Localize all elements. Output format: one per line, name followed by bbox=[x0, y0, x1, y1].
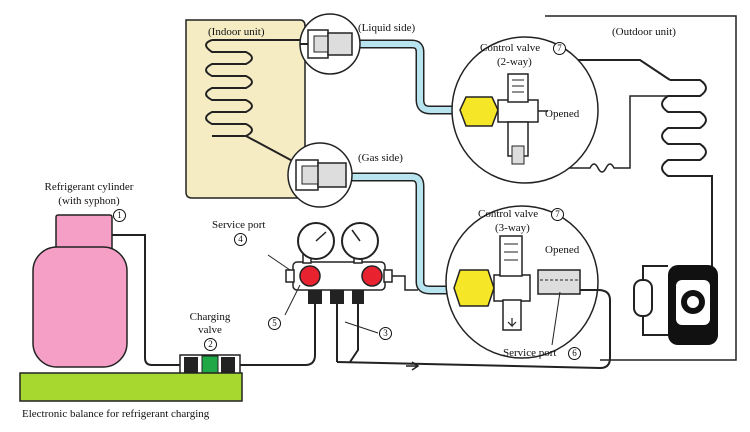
control-valve-3way-label: Control valve bbox=[478, 208, 539, 220]
indoor-unit-label: (Indoor unit) bbox=[208, 26, 265, 38]
outdoor-unit-label: (Outdoor unit) bbox=[612, 26, 676, 38]
refrigerant-cylinder bbox=[32, 214, 128, 368]
control-valve-2way bbox=[451, 36, 599, 184]
opened-top-label: Opened bbox=[545, 108, 580, 120]
manifold-valve-high bbox=[361, 265, 383, 287]
charging-valve bbox=[179, 354, 241, 376]
balance-label: Electronic balance for refrigerant charg… bbox=[22, 408, 210, 420]
callout-5: 5 bbox=[268, 317, 281, 330]
control-valve-3way bbox=[445, 205, 599, 359]
callout-2: 2 bbox=[204, 338, 217, 351]
callout-3: 3 bbox=[379, 327, 392, 340]
outdoor-coil bbox=[661, 79, 707, 177]
callout-7-top: 7 bbox=[553, 42, 566, 55]
service-port-left-label: Service port bbox=[212, 219, 266, 231]
three-way-label: (3-way) bbox=[495, 222, 530, 234]
electronic-balance bbox=[19, 372, 243, 402]
callout-7-bottom: 7 bbox=[551, 208, 564, 221]
compressor bbox=[633, 265, 718, 345]
with-syphon-label: (with syphon) bbox=[58, 195, 120, 207]
callout-1: 1 bbox=[113, 209, 126, 222]
manifold-valve-low bbox=[299, 265, 321, 287]
gas-side-label: (Gas side) bbox=[358, 152, 403, 164]
liquid-side-flare bbox=[299, 13, 361, 75]
indoor-unit bbox=[185, 19, 306, 199]
liquid-side-label: (Liquid side) bbox=[358, 22, 416, 34]
hose-to-service-port bbox=[336, 289, 611, 370]
opened-bottom-label: Opened bbox=[545, 244, 580, 256]
service-port-right-label: Service port bbox=[503, 347, 557, 359]
callout-4: 4 bbox=[234, 233, 247, 246]
outdoor-unit bbox=[545, 15, 737, 361]
capillary-coil bbox=[565, 95, 668, 173]
charging-valve-label-2: valve bbox=[198, 324, 222, 336]
hose-to-cylinder bbox=[240, 304, 316, 366]
callout-6: 6 bbox=[568, 347, 581, 360]
refrigerant-cylinder-label: Refrigerant cylinder bbox=[44, 181, 134, 193]
gas-side-flare bbox=[287, 142, 353, 208]
two-way-label: (2-way) bbox=[497, 56, 532, 68]
control-valve-2way-label: Control valve bbox=[480, 42, 541, 54]
charging-valve-label-1: Charging bbox=[189, 311, 231, 323]
gauge-manifold bbox=[285, 222, 393, 304]
